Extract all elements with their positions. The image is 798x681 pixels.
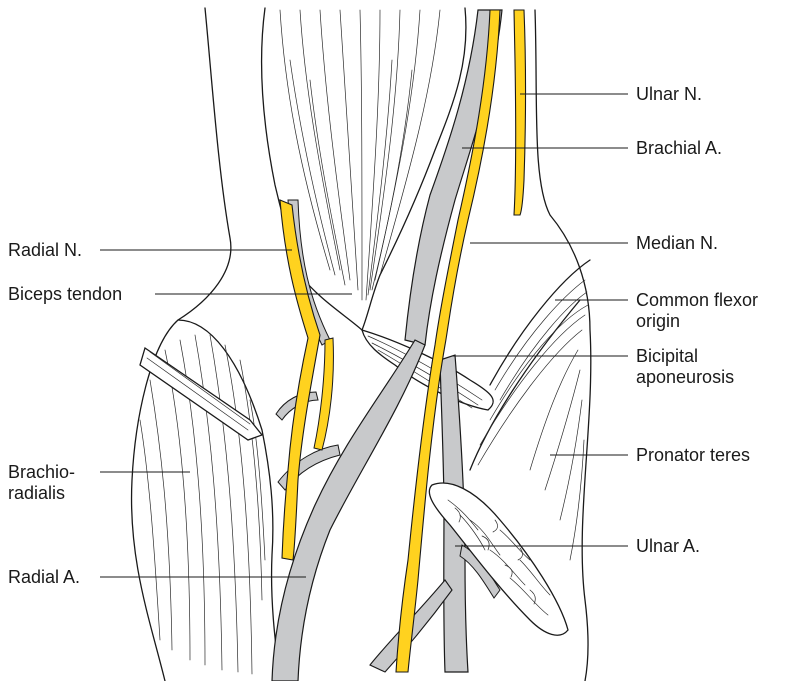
brachioradialis-strap — [140, 348, 262, 440]
label-radial-n: Radial N. — [8, 240, 82, 260]
label-brachial-a: Brachial A. — [636, 138, 722, 158]
label-pronator-teres: Pronator teres — [636, 445, 750, 465]
label-brachioradialis-line1: Brachio- — [8, 462, 75, 482]
label-bicipital-line1: Bicipital — [636, 346, 698, 366]
label-ulnar-a: Ulnar A. — [636, 536, 700, 556]
label-bicipital-line2: aponeurosis — [636, 367, 734, 387]
label-common-flexor-line1: Common flexor — [636, 290, 758, 310]
label-biceps-tendon: Biceps tendon — [8, 284, 122, 304]
label-radial-a: Radial A. — [8, 567, 80, 587]
label-brachioradialis-line2: radialis — [8, 483, 65, 503]
labels: Ulnar N. Brachial A. Median N. Common fl… — [8, 84, 758, 587]
label-ulnar-n: Ulnar N. — [636, 84, 702, 104]
label-median-n: Median N. — [636, 233, 718, 253]
label-common-flexor-line2: origin — [636, 311, 680, 331]
